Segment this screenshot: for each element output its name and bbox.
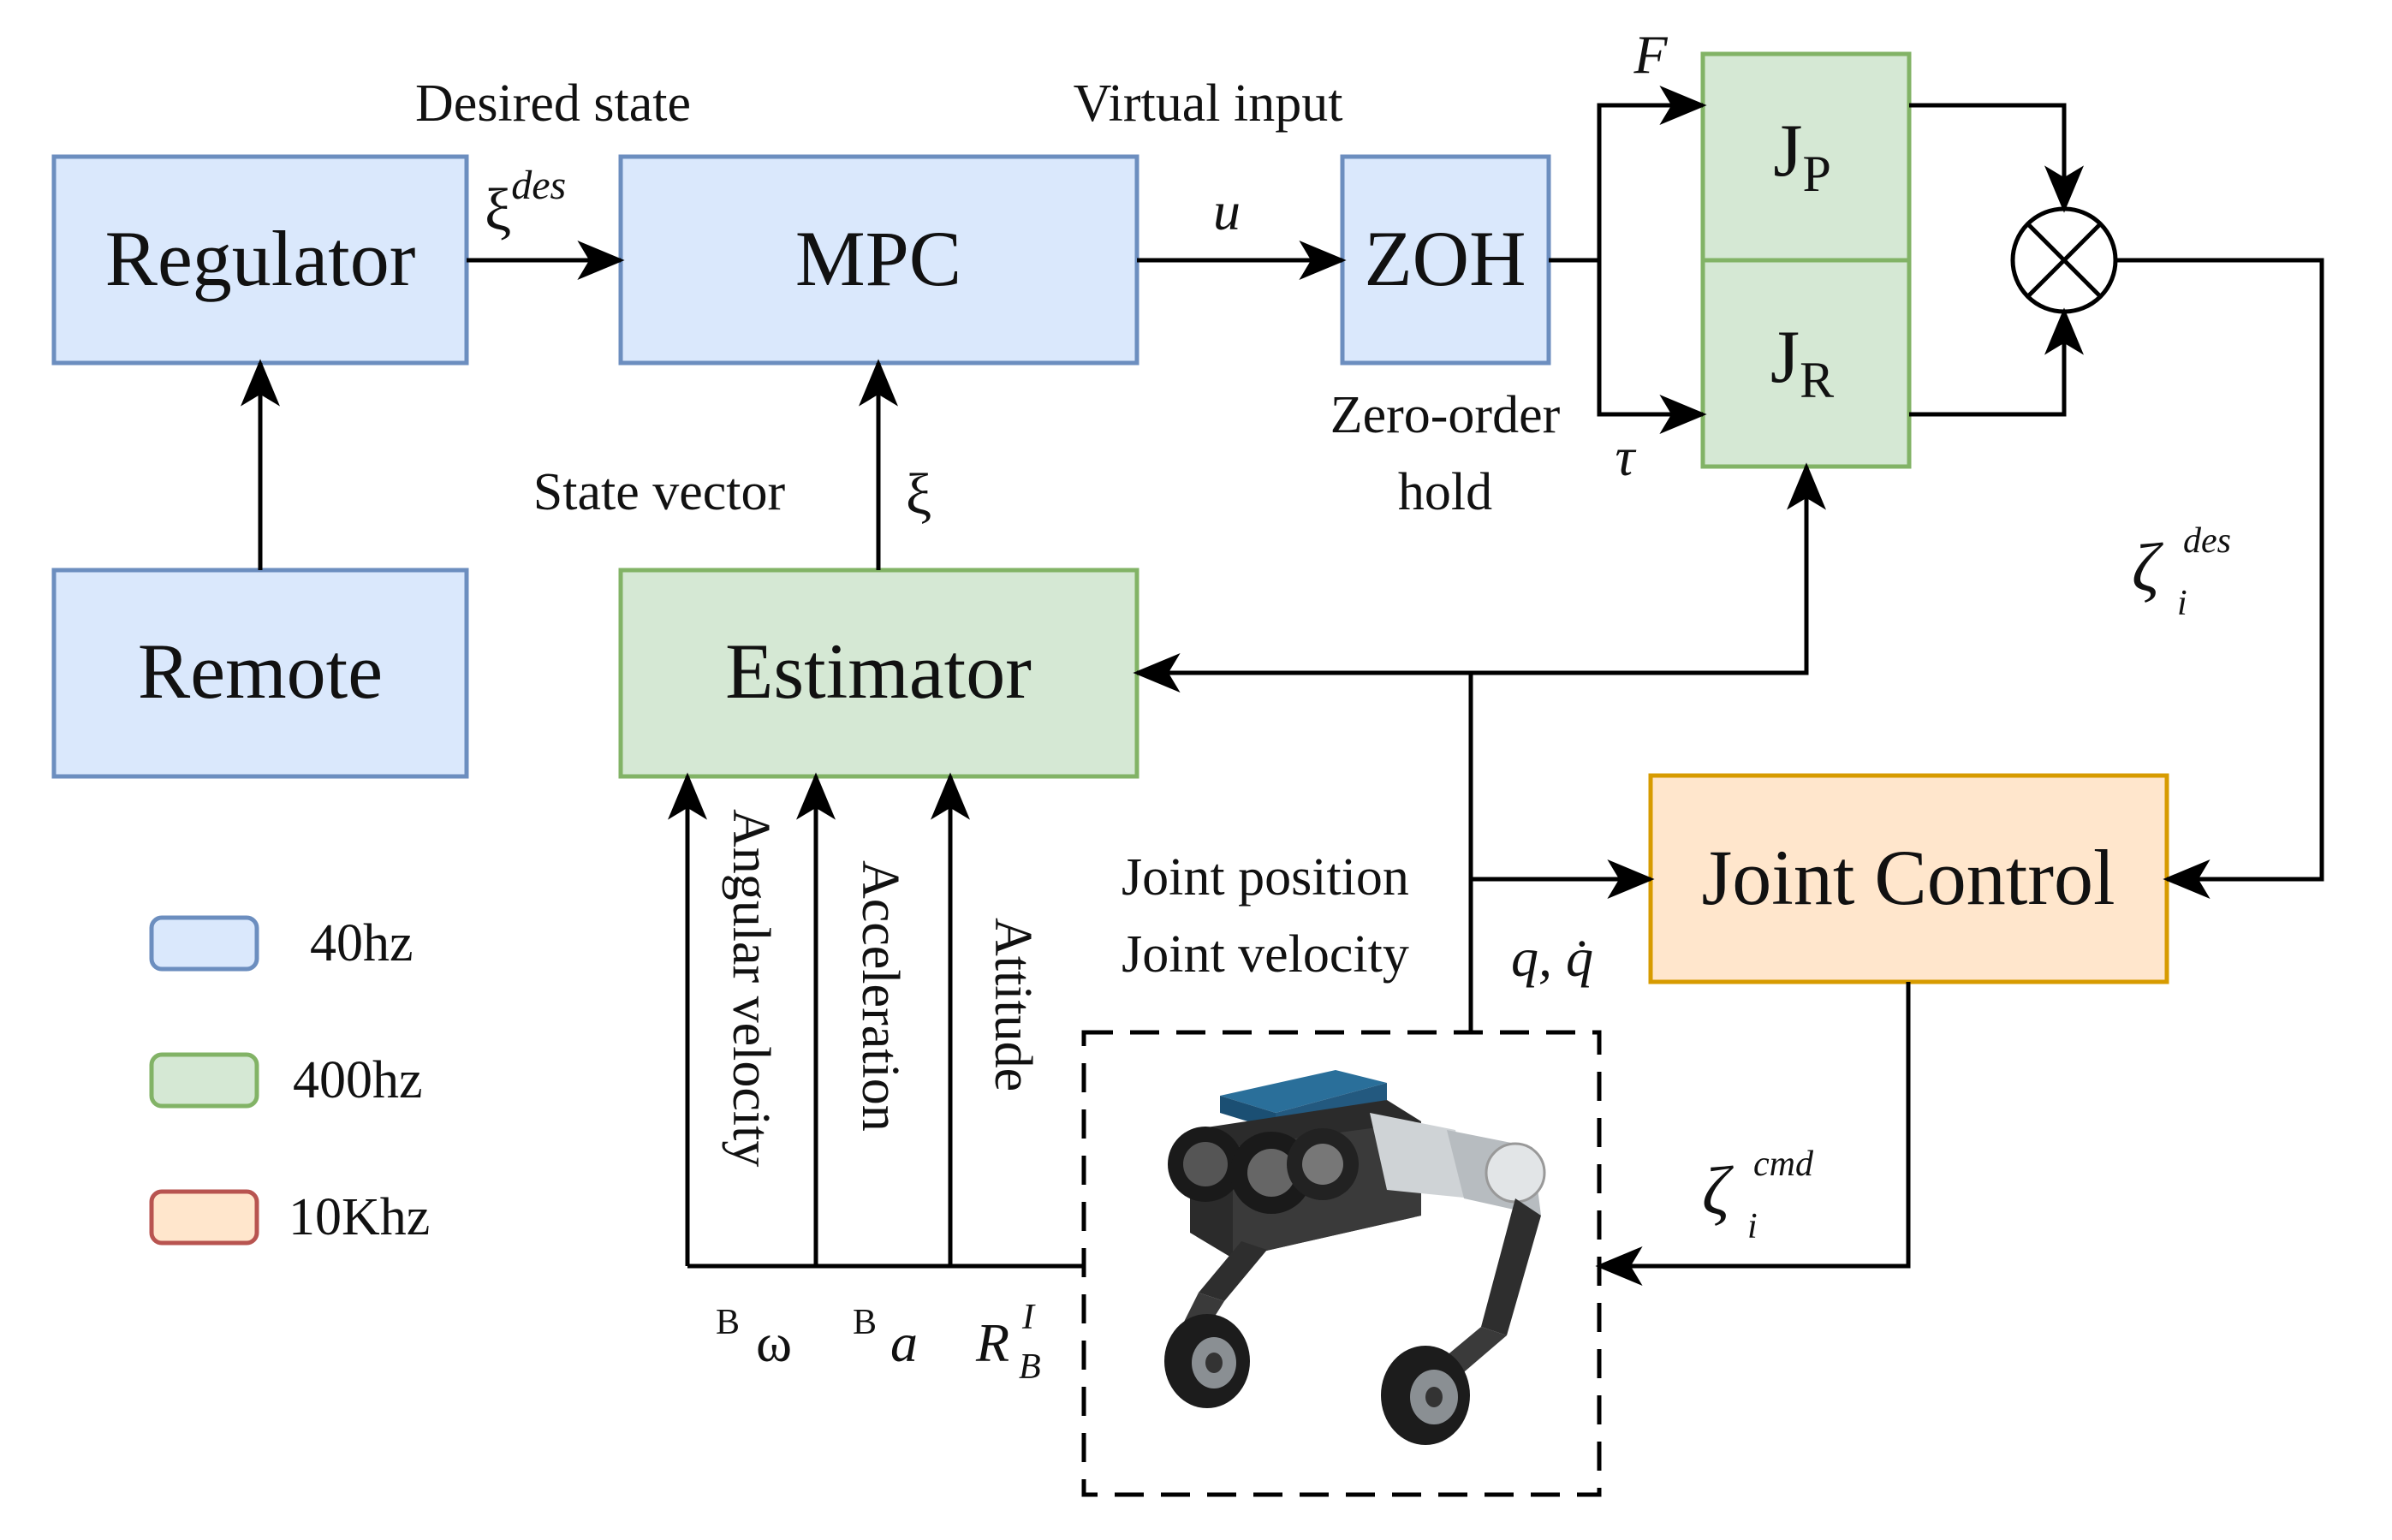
rotation-superscript: I: [1021, 1298, 1036, 1337]
joint-control-block: Joint Control: [1648, 773, 2169, 984]
force-symbol: F: [1633, 24, 1668, 85]
xi-symbol: ξ: [906, 461, 931, 526]
jr-base: J: [1770, 316, 1800, 399]
zeta-des-base: ζ: [2132, 531, 2163, 606]
legend-swatch-green: [149, 1052, 259, 1109]
state-vector-label: State vector: [533, 463, 786, 521]
joint-velocity-label: Joint velocity: [1122, 925, 1409, 984]
zoh-caption-line2: hold: [1398, 463, 1492, 521]
front-wheel: [1164, 1314, 1250, 1408]
mpc-label: MPC: [795, 215, 961, 302]
remote-block: Remote: [51, 568, 469, 779]
connections: [241, 86, 2324, 1286]
accel-prefix: B: [853, 1303, 877, 1342]
xi-des-base: ξ: [485, 177, 511, 243]
legend-item-10khz: 10Khz: [149, 1188, 430, 1246]
legend-swatch-blue: [149, 915, 259, 972]
accel-symbol: a: [890, 1312, 918, 1373]
zeta-cmd-base: ζ: [1702, 1154, 1734, 1229]
joint-position-label: Joint position: [1122, 848, 1409, 907]
wire-split-jp: [1597, 86, 1707, 260]
estimator-label: Estimator: [725, 627, 1032, 715]
zeta-cmd-subscript: i: [1747, 1207, 1758, 1246]
attitude-label: Attitude: [984, 918, 1042, 1091]
zeta-des-symbol: ζ: [2132, 531, 2163, 606]
legend-item-40hz: 40hz: [149, 914, 414, 972]
joint-control-label: Joint Control: [1701, 834, 2115, 921]
jp-subscript: P: [1802, 146, 1830, 202]
wire-jointcontrol-robot: [1595, 982, 1911, 1286]
multiply-junction: [2010, 206, 2118, 314]
regulator-block: Regulator: [51, 154, 469, 366]
rotation-base: R: [975, 1312, 1009, 1373]
legend-swatch-orange: [149, 1189, 259, 1246]
svg-text:JR: JR: [1770, 316, 1834, 408]
jr-subscript: R: [1800, 352, 1834, 408]
zeta-des-superscript: des: [2183, 521, 2231, 561]
virtual-input-label: Virtual input: [1074, 74, 1343, 133]
wire-feedback-jr: [1471, 462, 1826, 675]
legend: 40hz 400hz 10Khz: [149, 914, 430, 1246]
legend-label-400hz: 400hz: [293, 1051, 423, 1109]
torque-symbol: τ: [1615, 426, 1637, 487]
zeta-des-subscript: i: [2177, 584, 2187, 623]
remote-label: Remote: [138, 627, 383, 715]
robot-image: [1164, 1070, 1546, 1445]
xi-des-superscript: des: [511, 163, 566, 208]
robot-frame: [1081, 1030, 1602, 1497]
wire-mult-jointcontrol: [2115, 258, 2324, 899]
legend-item-400hz: 400hz: [149, 1051, 423, 1109]
regulator-label: Regulator: [105, 215, 416, 302]
legend-label-40hz: 40hz: [310, 914, 414, 972]
q-qdot-symbol: q, q̇: [1511, 927, 1593, 988]
estimator-block: Estimator: [618, 568, 1139, 779]
xi-des-symbol: ξdes: [485, 163, 566, 243]
angular-velocity-label: Angular velocity: [722, 809, 780, 1167]
svg-text:JP: JP: [1773, 110, 1831, 202]
u-symbol: u: [1213, 181, 1241, 241]
jp-block: JP: [1700, 51, 1912, 263]
legend-label-10khz: 10Khz: [289, 1188, 430, 1246]
jr-block: JR: [1700, 258, 1912, 469]
wire-jr-mult: [1909, 307, 2084, 417]
zeta-cmd-superscript: cmd: [1753, 1145, 1814, 1184]
desired-state-label: Desired state: [415, 74, 691, 133]
mpc-block: MPC: [618, 154, 1139, 366]
zoh-label: ZOH: [1364, 215, 1526, 302]
rotation-subscript: B: [1019, 1347, 1041, 1387]
wire-split-jr: [1597, 260, 1707, 434]
omega-prefix: B: [716, 1303, 740, 1342]
jp-base: J: [1773, 110, 1802, 193]
rear-wheel: [1381, 1346, 1470, 1445]
zoh-block: ZOH: [1340, 154, 1551, 366]
wire-jp-mult: [1909, 103, 2084, 213]
acceleration-label: Acceleration: [851, 860, 909, 1132]
zeta-cmd-symbol: ζ: [1702, 1154, 1734, 1229]
omega-symbol: ω: [756, 1312, 792, 1373]
zoh-caption-line1: Zero-order: [1330, 386, 1561, 444]
